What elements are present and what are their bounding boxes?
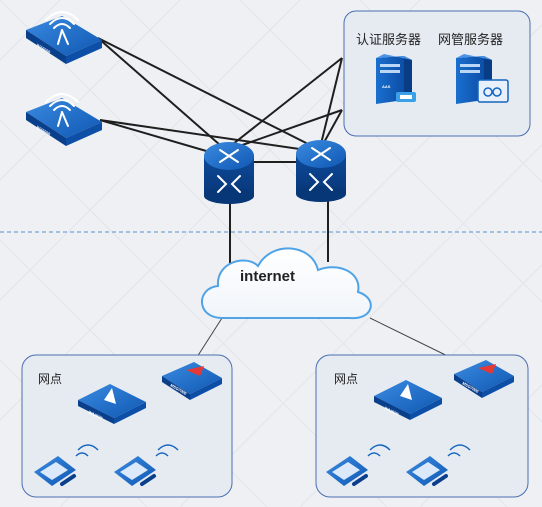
- mgmt-server-label: 网管服务器: [438, 32, 503, 47]
- access-point-left: WA2620: [78, 384, 146, 424]
- controller-bottom: WX6000: [26, 93, 102, 146]
- arrows-icon: [217, 149, 241, 193]
- antenna-icon: [400, 384, 412, 400]
- gateway-right: MSG7000: [454, 360, 514, 398]
- branch-panel-right: 网点 WA2620 MSG7000: [315, 354, 529, 498]
- auth-server-label: 认证服务器: [356, 32, 421, 47]
- server-panel: 认证服务器 网管服务器 AAS: [343, 10, 531, 137]
- antenna-icon: [104, 388, 116, 404]
- ap-left-tag: WA2620: [88, 409, 105, 421]
- handheld-terminal-left-2: [114, 444, 179, 486]
- handheld-terminal-right-1: [326, 444, 391, 486]
- internet-cloud: internet: [201, 247, 372, 320]
- access-point-right: WA2620: [374, 380, 442, 420]
- wireless-signal-icon: [75, 444, 99, 457]
- handheld-terminal-right-2: [406, 444, 471, 486]
- auth-server-icon: AAS: [376, 54, 416, 104]
- flag-icon: [478, 364, 496, 374]
- aas-tag: AAS: [382, 84, 391, 89]
- core-router-left: [204, 142, 254, 204]
- internet-label: internet: [240, 268, 295, 285]
- arrows-icon: [309, 147, 333, 191]
- wifi-icon: [45, 93, 79, 127]
- branch-panel-left: 网点 WA2620 MSG7000: [21, 354, 233, 498]
- wireless-signal-icon: [447, 444, 471, 457]
- mgmt-server-icon: [456, 54, 509, 104]
- branch-left-label: 网点: [38, 372, 62, 386]
- handheld-terminal-left-1: [34, 444, 99, 486]
- wireless-signal-icon: [367, 444, 391, 457]
- branch-right-label: 网点: [334, 372, 358, 386]
- wireless-signal-icon: [155, 444, 179, 457]
- wifi-icon: [45, 11, 79, 45]
- ap-right-tag: WA2620: [384, 405, 401, 417]
- controller-top: WX6000: [26, 11, 102, 64]
- core-router-right: [296, 140, 346, 202]
- flag-icon: [186, 366, 204, 376]
